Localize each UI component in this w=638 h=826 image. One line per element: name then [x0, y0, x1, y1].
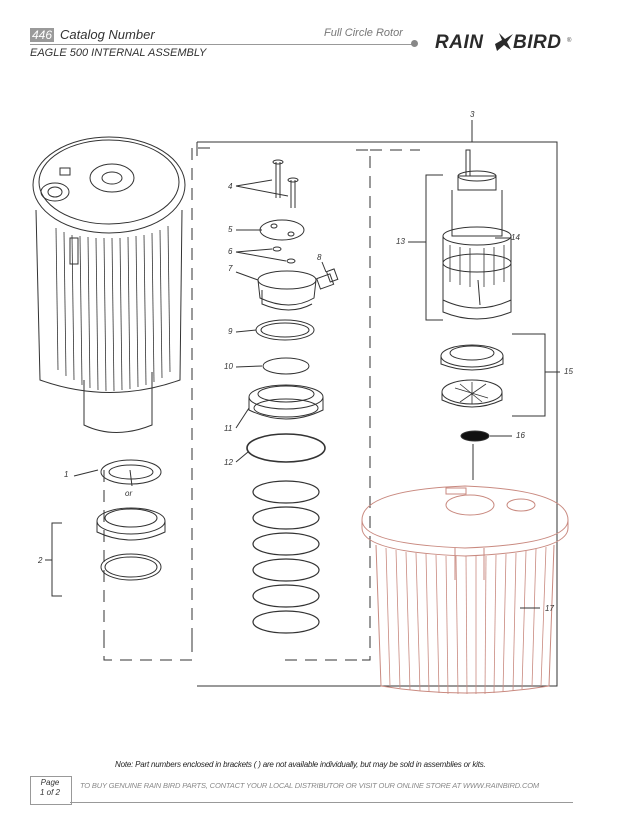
callout-14: 14 [511, 233, 520, 242]
bird-logo-icon [495, 33, 513, 51]
callout-10: 10 [224, 362, 233, 371]
part-17-case [361, 485, 569, 695]
page-label: Page [40, 778, 60, 787]
spring [252, 480, 320, 634]
callout-16: 16 [516, 431, 525, 440]
logo-trademark: ® [567, 38, 572, 44]
assembly-bracket [197, 141, 558, 687]
callout-6: 6 [228, 247, 233, 256]
part-2-retainer [96, 507, 166, 581]
callout-11: 11 [224, 424, 233, 433]
page-of: 1 of 2 [39, 788, 60, 797]
part-5-cap-plate [259, 219, 305, 241]
part-13-internal-rotor [442, 149, 512, 320]
part-4-screws [272, 159, 299, 208]
footer-rule [70, 802, 573, 803]
logo-text-rain: RAIN [435, 32, 484, 53]
callout-1: 1 [64, 470, 69, 479]
callout-7: 7 [228, 264, 233, 273]
part-15-stator [440, 344, 504, 408]
callout-2: 2 [38, 556, 43, 565]
dashed-group-left [103, 147, 210, 661]
logo-text-bird: BIRD [513, 32, 562, 53]
rain-bird-logo: RAIN BIRD ® [433, 30, 573, 56]
header-rule-dot [411, 40, 418, 47]
callout-13: 13 [396, 237, 405, 246]
part-7-housing [257, 270, 317, 311]
page-indicator: Page 1 of 2 [37, 778, 63, 798]
parts-note: Note: Part numbers enclosed in brackets … [115, 760, 486, 769]
callout-17: 17 [545, 604, 554, 613]
page-box [30, 776, 72, 805]
assembly-title: EAGLE 500 INTERNAL ASSEMBLY [30, 47, 207, 59]
header-rule [30, 44, 415, 45]
callout-or: or [125, 489, 133, 498]
rotor-body-assembled [32, 136, 186, 433]
callout-5: 5 [228, 225, 233, 234]
callout-9: 9 [228, 327, 233, 336]
part-1-snap-ring [100, 459, 162, 487]
callout-15: 15 [564, 367, 573, 376]
callout-12: 12 [224, 458, 233, 467]
part-8-plug [316, 268, 339, 290]
part-11-bearing [248, 384, 324, 420]
catalog-label: Catalog Number [60, 27, 155, 42]
footer-buy-link[interactable]: TO BUY GENUINE RAIN BIRD PARTS, CONTACT … [80, 781, 539, 790]
part-16-seal [460, 430, 490, 442]
callout-4: 4 [228, 182, 233, 191]
page-number-badge: 446 [30, 28, 54, 42]
product-line-label: Full Circle Rotor [324, 27, 403, 39]
callout-3: 3 [470, 110, 475, 119]
callout-8: 8 [317, 253, 322, 262]
dashed-group-middle [285, 149, 420, 661]
